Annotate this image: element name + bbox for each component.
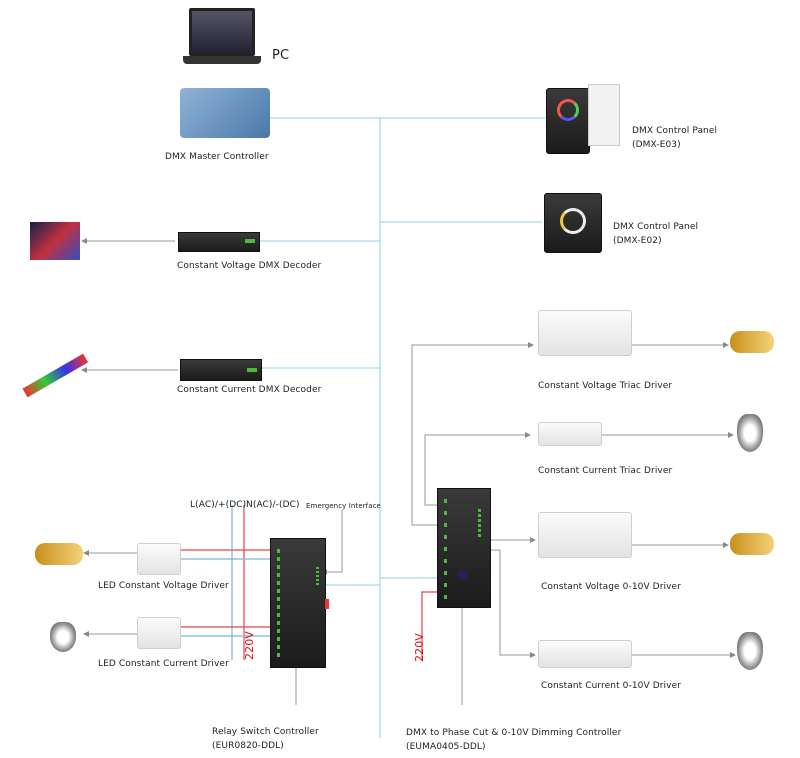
dmx-e02-panel-image xyxy=(544,193,602,253)
relay-switch-controller-image xyxy=(270,538,329,668)
relay-model: (EUR0820-DDL) xyxy=(212,741,284,751)
cc-dmx-decoder-image xyxy=(180,359,262,381)
cc-010v-driver-image xyxy=(538,640,632,668)
panel-e02-name: DMX Control Panel xyxy=(613,222,699,232)
rgb-led-strip-image xyxy=(30,222,80,260)
led-cv-driver-image xyxy=(137,543,181,575)
dimmer-model: (EUMA0405-DDL) xyxy=(406,742,486,752)
cv-dmx-decoder-image xyxy=(178,232,260,252)
cv-010v-driver-image xyxy=(538,512,632,558)
dmx-master-controller-image xyxy=(180,88,270,138)
downlight-image-3 xyxy=(737,632,763,670)
master-label: DMX Master Controller xyxy=(165,152,269,162)
power-lines xyxy=(180,505,438,660)
dmx-dimming-controller-image xyxy=(437,488,491,608)
cc-triac-label: Constant Current Triac Driver xyxy=(538,466,673,476)
panel-e03-name: DMX Control Panel xyxy=(632,126,718,136)
downlight-image-1 xyxy=(50,622,76,652)
led-strip-coil-image-1 xyxy=(35,543,83,565)
cv-decoder-label: Constant Voltage DMX Decoder xyxy=(177,261,322,271)
cv-triac-driver-image xyxy=(538,310,632,356)
voltage-label-left: 220V xyxy=(243,631,256,660)
cc-decoder-label: Constant Current DMX Decoder xyxy=(177,385,322,395)
panel-e02-model: (DMX-E02) xyxy=(613,236,662,246)
emergency-label: Emergency Interface xyxy=(306,502,381,510)
cc-triac-driver-image xyxy=(538,422,602,446)
line-n-label: N(AC)/-(DC) xyxy=(246,500,300,510)
led-strip-coil-image-3 xyxy=(730,533,774,555)
pc-laptop-image xyxy=(183,8,263,68)
dmx-e03-white-panel-image xyxy=(588,84,620,146)
cv-triac-label: Constant Voltage Triac Driver xyxy=(538,381,673,391)
cv-010v-label: Constant Voltage 0-10V Driver xyxy=(541,582,681,592)
led-cv-driver-label: LED Constant Voltage Driver xyxy=(98,581,229,591)
downlight-image-2 xyxy=(737,414,763,452)
dimmer-name: DMX to Phase Cut & 0-10V Dimming Control… xyxy=(406,728,622,738)
led-cc-driver-label: LED Constant Current Driver xyxy=(98,659,229,669)
led-cc-driver-image xyxy=(137,617,181,649)
led-strip-coil-image-2 xyxy=(730,331,774,353)
relay-name: Relay Switch Controller xyxy=(212,727,319,737)
dmx-bus-lines xyxy=(232,117,545,738)
panel-e03-model: (DMX-E03) xyxy=(632,140,681,150)
cc-010v-label: Constant Current 0-10V Driver xyxy=(541,681,682,691)
signal-lines xyxy=(81,238,736,705)
dmx-e03-panel-image xyxy=(546,88,590,154)
pc-label: PC xyxy=(272,48,290,63)
line-l-label: L(AC)/+(DC) xyxy=(190,500,247,510)
voltage-label-right: 220V xyxy=(413,633,426,662)
